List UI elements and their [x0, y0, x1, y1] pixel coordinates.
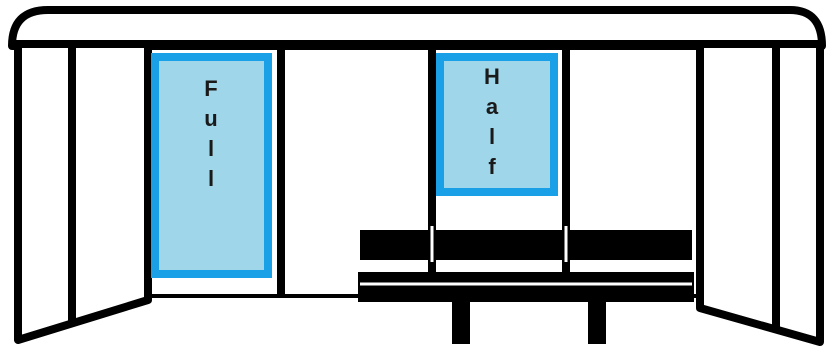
right-side-wall [700, 44, 820, 342]
full-label-letter: l [208, 136, 214, 161]
bench-backrest [360, 230, 692, 260]
left-side-wall [18, 44, 148, 340]
half-label-letter: a [486, 94, 499, 119]
half-label-letter: H [484, 64, 500, 89]
bench-seat [358, 272, 694, 302]
bench-leg-right [588, 300, 606, 344]
half-label-letter: f [488, 154, 496, 179]
bench-leg-left [452, 300, 470, 344]
full-label-letter: u [204, 106, 217, 131]
half-label-letter: l [489, 124, 495, 149]
bench [358, 230, 694, 344]
full-label-letter: l [208, 166, 214, 191]
full-label-letter: F [204, 76, 217, 101]
